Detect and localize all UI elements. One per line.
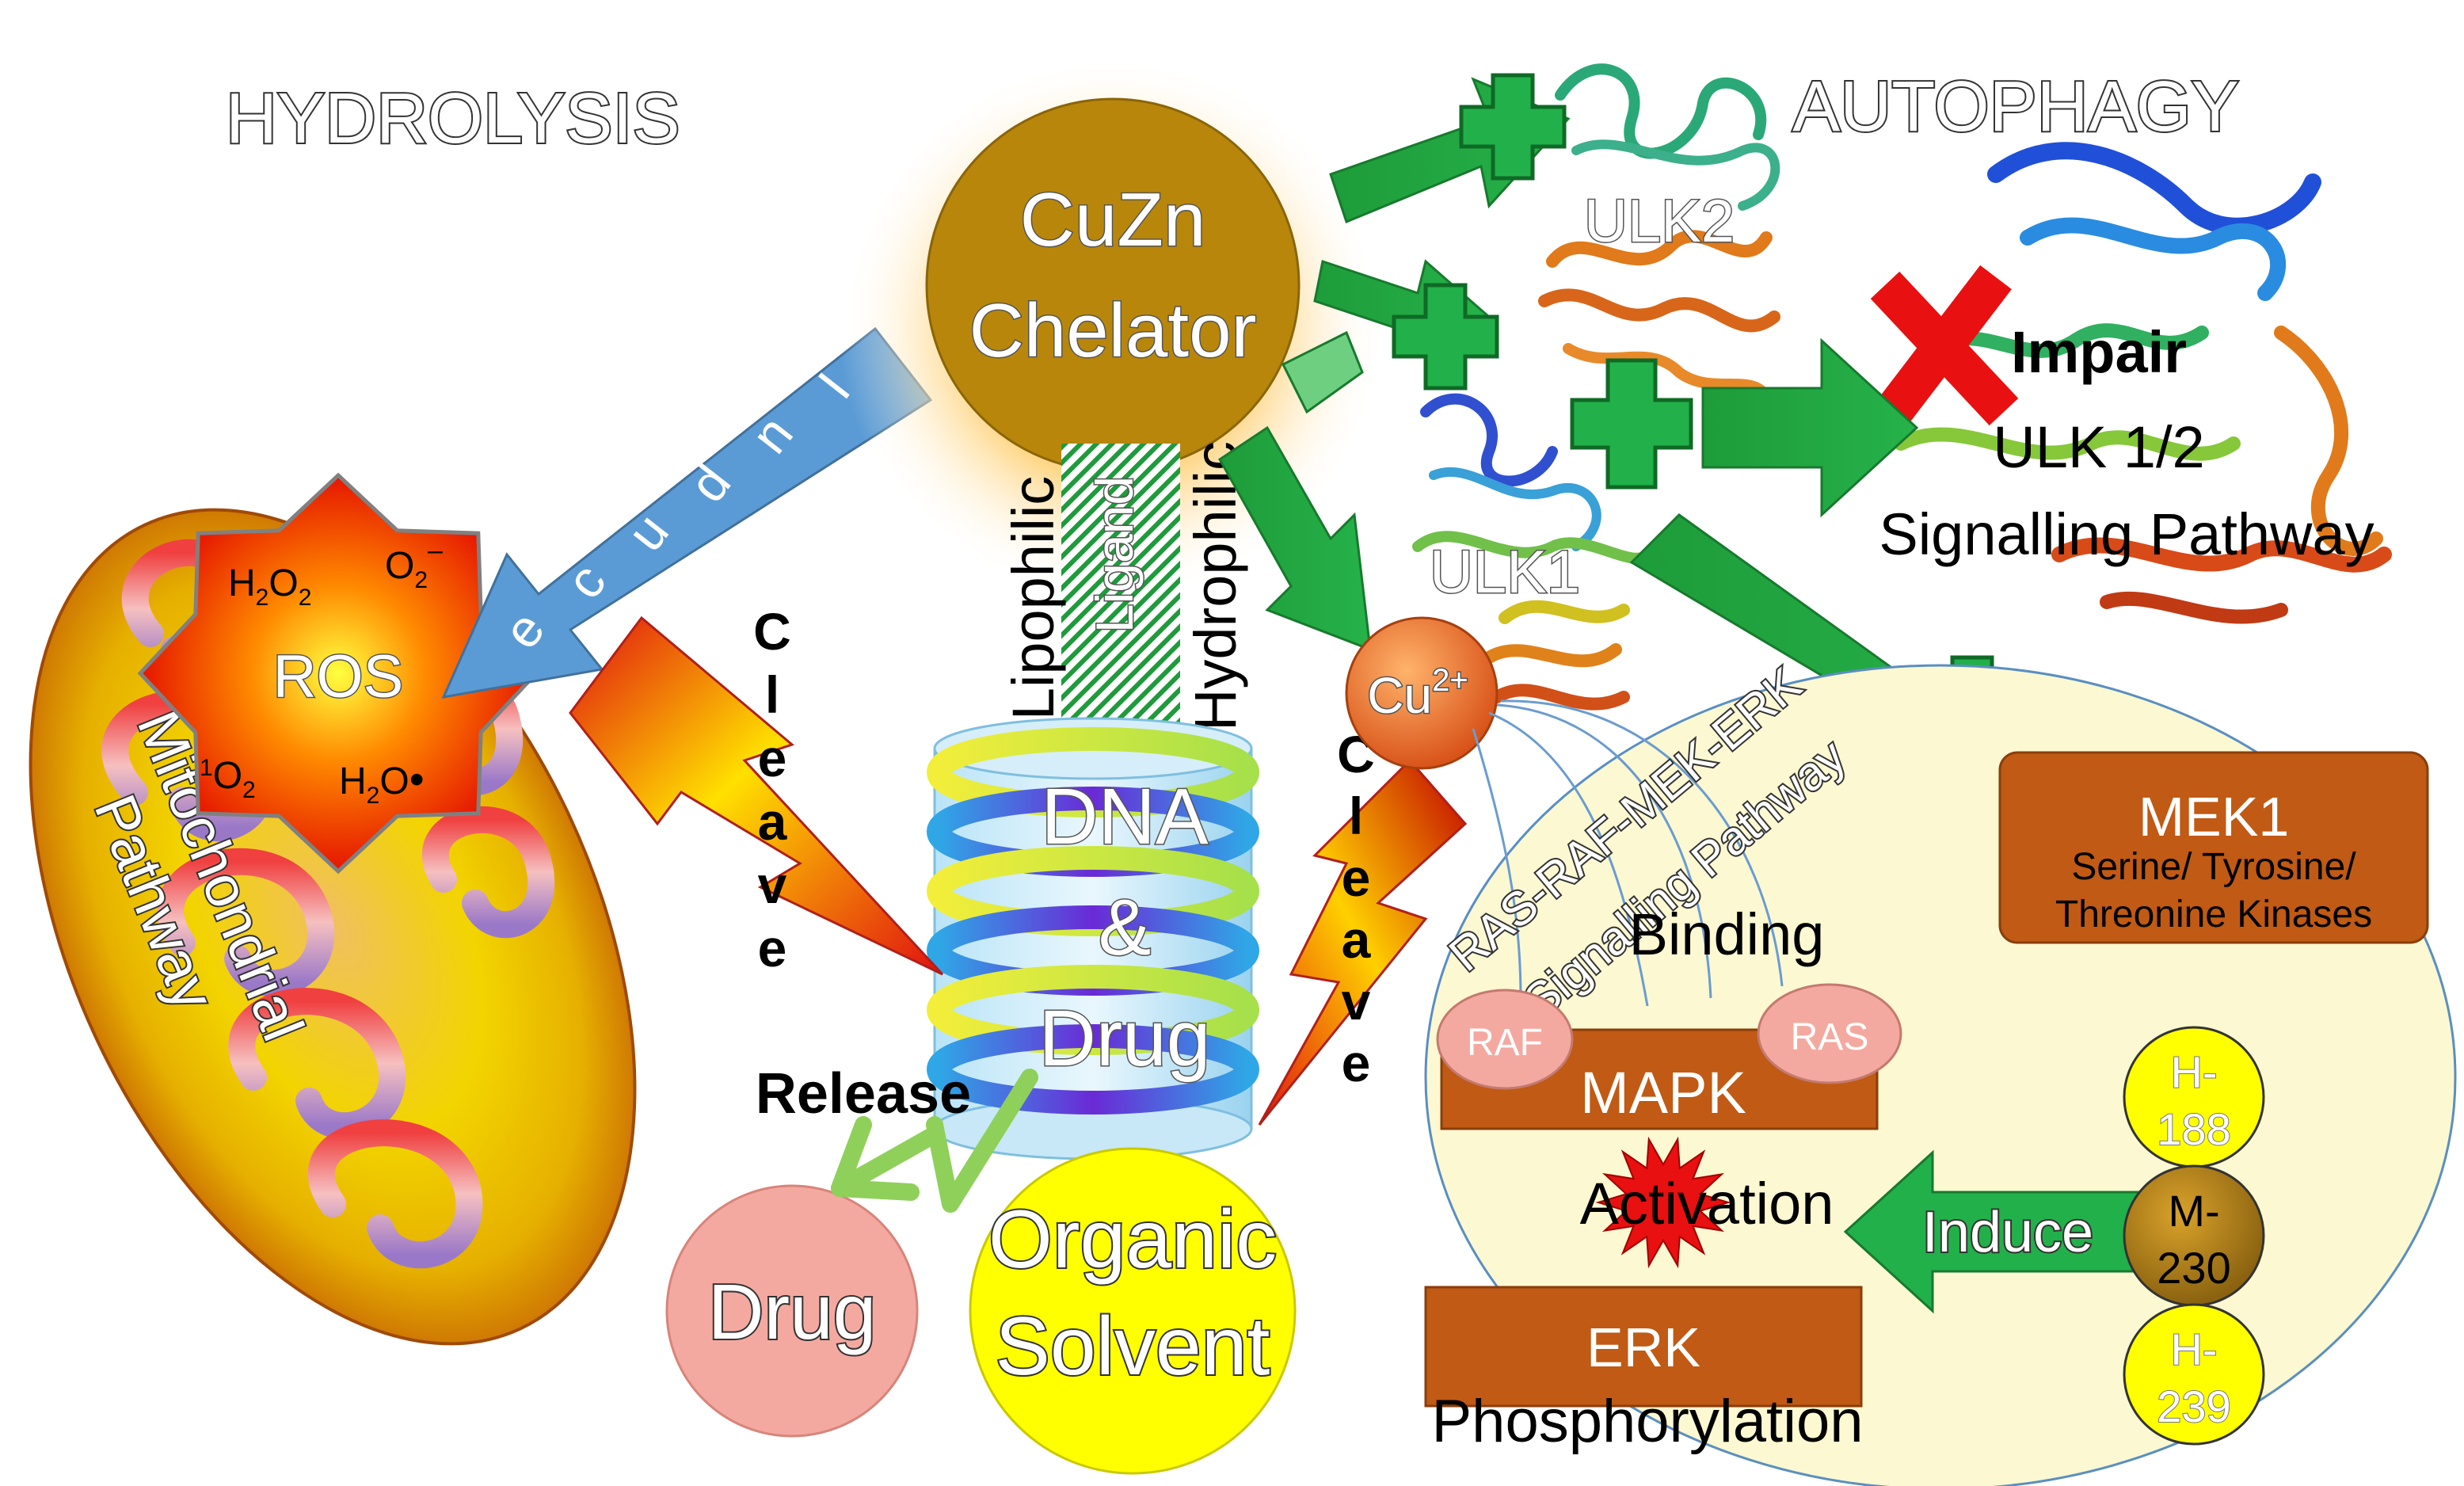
cleave-right-letter: e xyxy=(1342,1034,1371,1092)
released-drug: Drug xyxy=(665,1184,919,1438)
chelator-line2: Chelator xyxy=(969,288,1257,373)
induce-arrow: Induce xyxy=(441,326,933,699)
residue-number: 239 xyxy=(2157,1381,2230,1431)
activation-burst xyxy=(1595,1136,1731,1269)
induce-right-label: Induce xyxy=(1922,1201,2093,1264)
cleave-right-letter: a xyxy=(1342,910,1372,969)
lightning-bolt-left xyxy=(569,615,944,976)
cu-ion-circle xyxy=(1345,616,1499,770)
ligand-stem xyxy=(1061,444,1180,753)
cleave-right-letter: v xyxy=(1342,972,1371,1031)
organic-solvent-line1: Organic xyxy=(988,1194,1277,1286)
impair-x-mark xyxy=(1870,265,2019,426)
mek1-title: MEK1 xyxy=(2138,786,2290,848)
mek1-sub2: Threonine Kinases xyxy=(2055,894,2372,935)
dna-line3: Drug xyxy=(1039,994,1211,1083)
chelator-line1: CuZn xyxy=(1020,177,1206,262)
dna-helix xyxy=(927,727,1259,1114)
lightning-bolt-right xyxy=(1258,758,1468,1126)
residue-number: 188 xyxy=(2157,1104,2230,1154)
cleave-right-letter: l xyxy=(1349,787,1363,845)
release-label: Release xyxy=(756,1062,971,1126)
cleave-left-letter: v xyxy=(758,855,787,914)
release-arrow xyxy=(831,1069,1038,1213)
mek1-box xyxy=(1998,751,2429,944)
ras-node xyxy=(1757,983,1902,1084)
cleave-left-letter: e xyxy=(758,729,787,787)
autophagy-title: AUTOPHAGY xyxy=(1792,67,2238,147)
drug-label: Drug xyxy=(708,1268,876,1355)
ros-singlet-oxygen: 1O2 xyxy=(200,755,256,803)
ros-star: ROS H2O2 O2– 1O2 H2O• xyxy=(137,472,539,874)
residue-code: M- xyxy=(2168,1186,2219,1236)
organic-solvent-line2: Solvent xyxy=(996,1301,1270,1393)
organic-solvent-circle xyxy=(969,1147,1297,1475)
residue-code: H- xyxy=(2170,1047,2217,1097)
mapk-label: MAPK xyxy=(1580,1060,1746,1126)
cu-ion-label: Cu2+ xyxy=(1367,663,1468,724)
ulk2-protein xyxy=(1538,63,1780,402)
plus-sign-3 xyxy=(1570,358,1693,490)
chelator-circle xyxy=(925,97,1301,473)
raf-node xyxy=(1436,989,1574,1090)
drug-circle xyxy=(665,1184,919,1438)
raf-label: RAF xyxy=(1467,1022,1543,1064)
ros-hydroxyl: H2O• xyxy=(339,756,425,809)
dna-line1: DNA xyxy=(1041,772,1208,861)
impair-line1: Impair xyxy=(2011,319,2187,385)
residue-code: H- xyxy=(2170,1324,2217,1374)
cleave-right-letter: e xyxy=(1342,848,1371,907)
green-arrow-to-cu xyxy=(1218,425,1372,652)
erk-line2: Phosphorylation xyxy=(1431,1388,1863,1455)
ros-h2o2: H2O2 xyxy=(228,562,311,611)
dna-drug-cylinder: DNA & Drug xyxy=(927,717,1259,1160)
organic-solvent: Organic Solvent xyxy=(969,1147,1297,1475)
erk-line1: ERK xyxy=(1586,1316,1700,1378)
cleave-left-letter: a xyxy=(758,792,788,851)
green-arrow-small-dash xyxy=(1281,330,1364,414)
cleave-left-letter: C xyxy=(753,602,791,661)
induce-arrow-shape xyxy=(441,326,933,699)
binding-label: Binding xyxy=(1629,901,1825,967)
green-arrow-to-impair xyxy=(1701,337,1919,518)
lipophilic-label: Lipophilic xyxy=(1000,476,1066,721)
cu-ion: Cu2+ xyxy=(1345,616,1499,770)
activation-label: Activation xyxy=(1580,1171,1834,1236)
ros-star-shape xyxy=(137,472,539,874)
erk-box xyxy=(1424,1286,1863,1408)
ulk2-label: ULK2 xyxy=(1584,188,1735,255)
cleave-left-letter: e xyxy=(758,919,787,977)
residue-number: 230 xyxy=(2157,1243,2230,1293)
mek1-sub1: Serine/ Tyrosine/ xyxy=(2071,846,2356,888)
plus-sign-2 xyxy=(1392,283,1499,391)
ros-superoxide: O2– xyxy=(385,535,443,593)
ulk1-label: ULK1 xyxy=(1430,539,1580,606)
ligand-label: Ligand xyxy=(1085,476,1144,633)
impair-line2: ULK 1/2 xyxy=(1993,414,2204,480)
ulk-complex-protein xyxy=(1894,142,2392,624)
ras-label: RAS xyxy=(1791,1016,1869,1058)
impair-line3: Signalling Pathway xyxy=(1879,501,2374,567)
induce-right-arrow xyxy=(1843,1149,2140,1314)
ulk1-protein xyxy=(1412,393,1653,711)
plus-sign-1 xyxy=(1459,73,1567,181)
ros-label: ROS xyxy=(273,643,404,711)
hydrolysis-title: HYDROLYSIS xyxy=(226,79,680,158)
cu-signal-lines xyxy=(1472,699,1784,1007)
residue-circle xyxy=(2123,1303,2265,1446)
cleave-left-letter: l xyxy=(765,665,779,724)
dna-line2: & xyxy=(1099,883,1152,972)
